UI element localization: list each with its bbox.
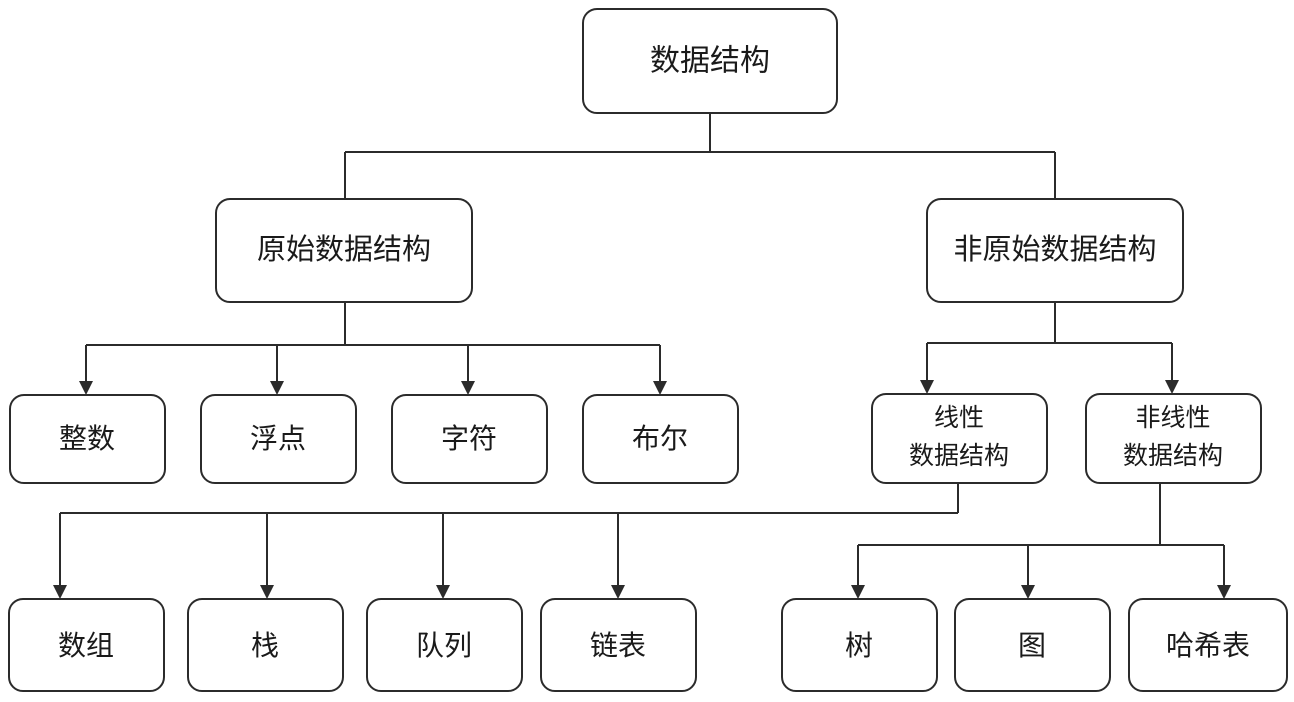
node-linkedlist-box[interactable] [540,598,697,692]
node-float-box[interactable] [200,394,357,484]
node-linear-label-line2: 数据结构 [909,441,1009,470]
node-queue[interactable]: 队列 [366,598,523,692]
node-root-label: 数据结构 [650,44,770,79]
node-tree-label: 树 [845,629,873,662]
node-float-label: 浮点 [250,422,306,455]
node-hashtable-label: 哈希表 [1166,629,1250,662]
node-graph-label: 图 [1018,629,1046,662]
node-stack-box[interactable] [187,598,344,692]
node-linkedlist-label: 链表 [590,629,646,662]
node-hashtable-box[interactable] [1128,598,1288,692]
node-queue-label: 队列 [416,629,472,662]
arrow-array [53,585,67,599]
node-tree[interactable]: 树 [781,598,938,692]
node-nonlinear-box[interactable] [1085,393,1262,484]
node-queue-box[interactable] [366,598,523,692]
node-array-box[interactable] [8,598,165,692]
node-nonprimitive-label: 非原始数据结构 [953,232,1156,266]
node-graph[interactable]: 图 [954,598,1111,692]
node-integer[interactable]: 整数 [9,394,166,484]
node-array[interactable]: 数组 [8,598,165,692]
edge-primitive-to-children [79,302,667,395]
node-linear-label-line1: 线性 [934,403,984,432]
arrow-nonlinear [1165,380,1179,394]
edge-root-to-level1 [344,113,1056,199]
node-tree-box[interactable] [781,598,938,692]
edge-nonprimitive-to-children [920,302,1179,394]
node-boolean-label: 布尔 [632,422,688,455]
node-primitive-label: 原始数据结构 [257,232,431,266]
arrow-stack [260,585,274,599]
node-hashtable[interactable]: 哈希表 [1128,598,1288,692]
node-character-label: 字符 [441,422,497,455]
arrow-graph [1021,585,1035,599]
node-boolean-box[interactable] [582,394,739,484]
edge-nonlinear-to-children [851,483,1231,599]
node-primitive[interactable]: 原始数据结构 [215,198,473,303]
node-root-box[interactable] [582,8,838,114]
node-stack-label: 栈 [251,629,279,662]
node-linear-box[interactable] [871,393,1048,484]
node-nonlinear-label-line1: 非线性 [1135,403,1210,432]
node-nonlinear[interactable]: 非线性 数据结构 [1085,393,1262,484]
node-graph-box[interactable] [954,598,1111,692]
node-primitive-box[interactable] [215,198,473,303]
node-boolean[interactable]: 布尔 [582,394,739,484]
node-integer-label: 整数 [59,422,115,455]
arrow-float [270,381,284,395]
node-root[interactable]: 数据结构 [582,8,838,114]
node-nonlinear-label-line2: 数据结构 [1123,441,1223,470]
arrow-boolean [653,381,667,395]
node-stack[interactable]: 栈 [187,598,344,692]
node-character[interactable]: 字符 [391,394,548,484]
arrow-tree [851,585,865,599]
arrow-linear [920,380,934,394]
node-nonprimitive-box[interactable] [926,198,1184,303]
node-array-label: 数组 [58,629,114,662]
arrow-hashtable [1217,585,1231,599]
edge-linear-to-children [53,483,959,599]
arrow-queue [436,585,450,599]
node-float[interactable]: 浮点 [200,394,357,484]
node-linear[interactable]: 线性 数据结构 [871,393,1048,484]
node-nonprimitive[interactable]: 非原始数据结构 [926,198,1184,303]
arrow-integer [79,381,93,395]
arrow-character [461,381,475,395]
node-integer-box[interactable] [9,394,166,484]
arrow-linkedlist [611,585,625,599]
node-character-box[interactable] [391,394,548,484]
node-linkedlist[interactable]: 链表 [540,598,697,692]
